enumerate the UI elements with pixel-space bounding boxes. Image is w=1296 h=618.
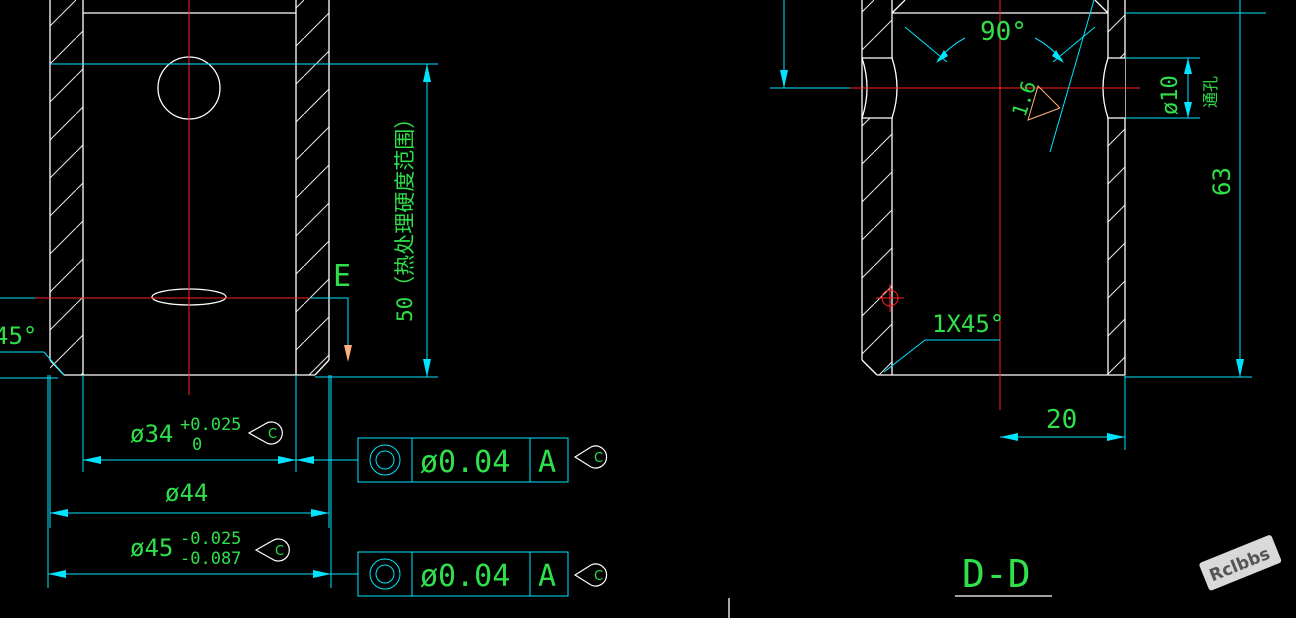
od45-tol-lower: -0.087: [180, 549, 241, 569]
fcf-1-tag-bubble: [573, 445, 608, 469]
bore-callout-bubble: [247, 421, 283, 445]
fcf-2-frame: [357, 551, 569, 597]
fcf-2-datum: A: [538, 559, 556, 594]
watermark-badge: [1199, 535, 1282, 591]
roughness-leader: [1049, 0, 1095, 153]
offset-label: 20: [1046, 405, 1077, 435]
dim50-arrow-bottom: [423, 359, 431, 377]
bore-tol-upper: +0.025: [180, 415, 241, 435]
roughness-label: 1.6: [1007, 78, 1041, 120]
fcf-1-tag-letter: C: [594, 451, 603, 466]
concentricity-icon-2-inner: [375, 564, 395, 584]
rv-top-chamfer-left: [891, 0, 906, 14]
bore-callout-tag: C: [247, 421, 283, 445]
rv-outer-left-chamfer: [861, 359, 878, 376]
fcf-2-tag-bubble: [573, 563, 608, 587]
od44-label: ø44: [165, 479, 208, 507]
od44-arrow-right: [311, 509, 329, 517]
od45-callout-bubble: [254, 538, 290, 562]
chamfer-label: 1X45°: [932, 310, 1004, 338]
od44-arrow-left: [50, 509, 68, 517]
offset-arrow-right: [1107, 433, 1125, 441]
fcf-2-tag-letter: C: [594, 569, 603, 584]
angle-arrow-right: [1052, 50, 1064, 63]
hole-note-label: 通孔: [1201, 76, 1220, 108]
concentricity-icon: [369, 444, 401, 476]
bore-diameter-label: ø34: [130, 420, 173, 448]
fcf-1-frame: [357, 437, 569, 483]
height-label: 63: [1208, 167, 1236, 196]
od45-label: ø45: [130, 534, 173, 562]
section-marker-label: E: [333, 259, 351, 294]
bore-arrow-left: [83, 456, 101, 464]
section-marker-arrow: [344, 345, 352, 362]
bore-callout-letter: C: [268, 427, 277, 442]
chamfer-leader-diag: [883, 339, 926, 373]
watermark-logo: Rclbbs: [1199, 535, 1282, 591]
left-wall-hatch: [50, 0, 83, 375]
hole-arrow-top: [1184, 58, 1192, 74]
right-view-right-wall-hatch: [1108, 0, 1125, 375]
angle-leg-right: [1052, 26, 1096, 63]
fcf-1: ø0.04 A C: [357, 437, 608, 483]
fcf-1-datum: A: [538, 445, 556, 480]
fcf-2: ø0.04 A C: [357, 551, 608, 597]
chamfer-partial-label: 45°: [0, 322, 37, 350]
od45-arrow-left: [48, 570, 66, 578]
od45-arrow-right: [313, 570, 331, 578]
od45-tol-upper: -0.025: [180, 529, 241, 549]
height-arrow-bottom: [1236, 359, 1244, 377]
hole-arrow-bottom: [1184, 102, 1192, 118]
bore-arrow-right: [278, 456, 296, 464]
roughness-symbol: [1027, 85, 1061, 121]
outer-right-chamfer: [314, 359, 330, 376]
angle-leg-left: [904, 26, 948, 63]
dim50-label: 50（热处理硬度范围）: [393, 108, 417, 322]
offset-arrow-left: [1000, 433, 1018, 441]
right-view-left-wall-hatch: [862, 0, 892, 375]
fcf-1-tolerance: ø0.04: [420, 445, 510, 480]
bore-arrow-right-2: [296, 456, 314, 464]
right-view: 90° 1.6 ø10 通孔 63 1X45° 20 D-D: [770, 0, 1266, 597]
rv-top-dim-arrow: [780, 70, 788, 88]
angle-arrow-left: [936, 50, 948, 63]
concentricity-icon-2: [369, 558, 401, 590]
dim50-arrow-top: [423, 64, 431, 82]
od45-callout-letter: C: [275, 544, 284, 559]
chamfer-leader-2: [43, 351, 65, 376]
bore-tol-lower: 0: [192, 435, 202, 455]
rv-top-chamfer-right: [1094, 0, 1109, 14]
rv-hole-left-outline: [861, 57, 898, 119]
right-wall-hatch: [296, 0, 329, 375]
angle-label: 90°: [980, 17, 1027, 47]
left-view: 45° 50（热处理硬度范围） E ø34 +0.025 0 C ø44: [0, 0, 438, 588]
od45-callout-tag: C: [254, 538, 290, 562]
section-title: D-D: [962, 552, 1031, 596]
fcf-2-tolerance: ø0.04: [420, 559, 510, 594]
concentricity-icon-inner: [375, 450, 395, 470]
section-marker-line: [310, 297, 349, 345]
hole-diameter-label: ø10: [1158, 75, 1183, 115]
